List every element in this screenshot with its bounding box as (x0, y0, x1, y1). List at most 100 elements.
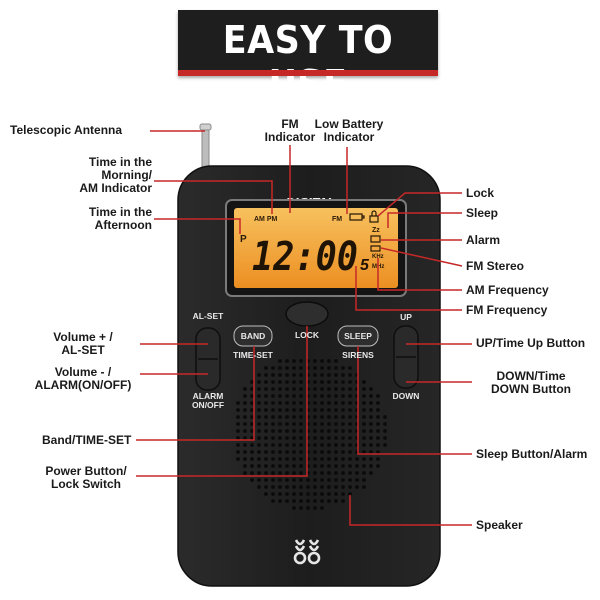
line-lock (377, 192, 462, 217)
lcd-khz: KHz (372, 254, 384, 260)
grille-hole (334, 366, 338, 370)
grille-hole (278, 436, 282, 440)
grille-hole (264, 415, 268, 419)
grille-hole (383, 443, 387, 447)
grille-hole (271, 408, 275, 412)
grille-hole (341, 499, 345, 503)
grille-hole (243, 464, 247, 468)
grille-hole (292, 492, 296, 496)
grille-hole (313, 366, 317, 370)
lock-button[interactable] (285, 301, 329, 327)
grille-hole (278, 499, 282, 503)
grille-hole (327, 478, 331, 482)
grille-hole (292, 422, 296, 426)
grille-hole (285, 499, 289, 503)
grille-hole (299, 443, 303, 447)
grille-hole (264, 422, 268, 426)
grille-hole (292, 485, 296, 489)
grille-hole (299, 457, 303, 461)
grille-hole (362, 471, 366, 475)
grille-hole (271, 492, 275, 496)
grille-hole (313, 506, 317, 510)
grille-hole (292, 359, 296, 363)
grille-hole (313, 387, 317, 391)
grille-hole (313, 359, 317, 363)
grille-hole (348, 380, 352, 384)
grille-hole (320, 499, 324, 503)
grille-hole (271, 422, 275, 426)
grille-hole (334, 380, 338, 384)
grille-hole (264, 387, 268, 391)
grille-hole (264, 457, 268, 461)
grille-hole (369, 408, 373, 412)
grille-hole (348, 464, 352, 468)
grille-hole (257, 401, 261, 405)
grille-hole (341, 492, 345, 496)
callout-am-frequency: AM Frequency (466, 283, 549, 297)
grille-hole (376, 422, 380, 426)
grille-hole (341, 471, 345, 475)
grille-hole (278, 415, 282, 419)
grille-hole (250, 478, 254, 482)
grille-hole (243, 422, 247, 426)
grille-hole (257, 394, 261, 398)
grille-hole (264, 471, 268, 475)
grille-hole (250, 401, 254, 405)
grille-hole (271, 471, 275, 475)
grille-hole (313, 471, 317, 475)
grille-hole (327, 471, 331, 475)
callout-volume-down: Volume - / ALARM(ON/OFF) (34, 365, 132, 392)
antenna (201, 127, 210, 173)
grille-hole (292, 366, 296, 370)
grille-hole (320, 457, 324, 461)
grille-hole (271, 485, 275, 489)
grille-hole (362, 408, 366, 412)
grille-hole (341, 373, 345, 377)
grille-hole (271, 366, 275, 370)
grille-hole (292, 443, 296, 447)
grille-hole (271, 478, 275, 482)
grille-hole (313, 394, 317, 398)
grille-hole (320, 366, 324, 370)
grille-hole (327, 394, 331, 398)
grille-hole (236, 450, 240, 454)
grille-hole (250, 429, 254, 433)
grille-hole (334, 457, 338, 461)
grille-hole (243, 443, 247, 447)
grille-hole (362, 387, 366, 391)
grille-hole (369, 436, 373, 440)
grille-hole (271, 464, 275, 468)
grille-hole (292, 380, 296, 384)
grille-hole (278, 422, 282, 426)
sleep-label: SLEEP (344, 331, 372, 341)
grille-hole (264, 366, 268, 370)
grille-hole (369, 471, 373, 475)
grille-hole (285, 492, 289, 496)
grille-hole (334, 415, 338, 419)
stereo-icon (370, 245, 381, 252)
grille-hole (327, 359, 331, 363)
grille-hole (306, 485, 310, 489)
grille-hole (250, 415, 254, 419)
grille-hole (257, 471, 261, 475)
grille-hole (383, 429, 387, 433)
line-fm-frequency (355, 266, 462, 311)
callout-lines (136, 130, 472, 526)
grille-hole (292, 478, 296, 482)
grille-hole (320, 443, 324, 447)
up-label: UP (400, 312, 412, 322)
line-speaker (349, 495, 472, 526)
grille-hole (341, 415, 345, 419)
grille-hole (362, 457, 366, 461)
grille-hole (369, 429, 373, 433)
grille-hole (243, 436, 247, 440)
grille-hole (334, 422, 338, 426)
grille-hole (264, 401, 268, 405)
grille-hole (243, 401, 247, 405)
grille-hole (243, 457, 247, 461)
grille-hole (376, 436, 380, 440)
sleep-icon: Zz (372, 227, 380, 234)
band-button[interactable] (233, 325, 273, 347)
grille-hole (348, 478, 352, 482)
grille-hole (250, 457, 254, 461)
